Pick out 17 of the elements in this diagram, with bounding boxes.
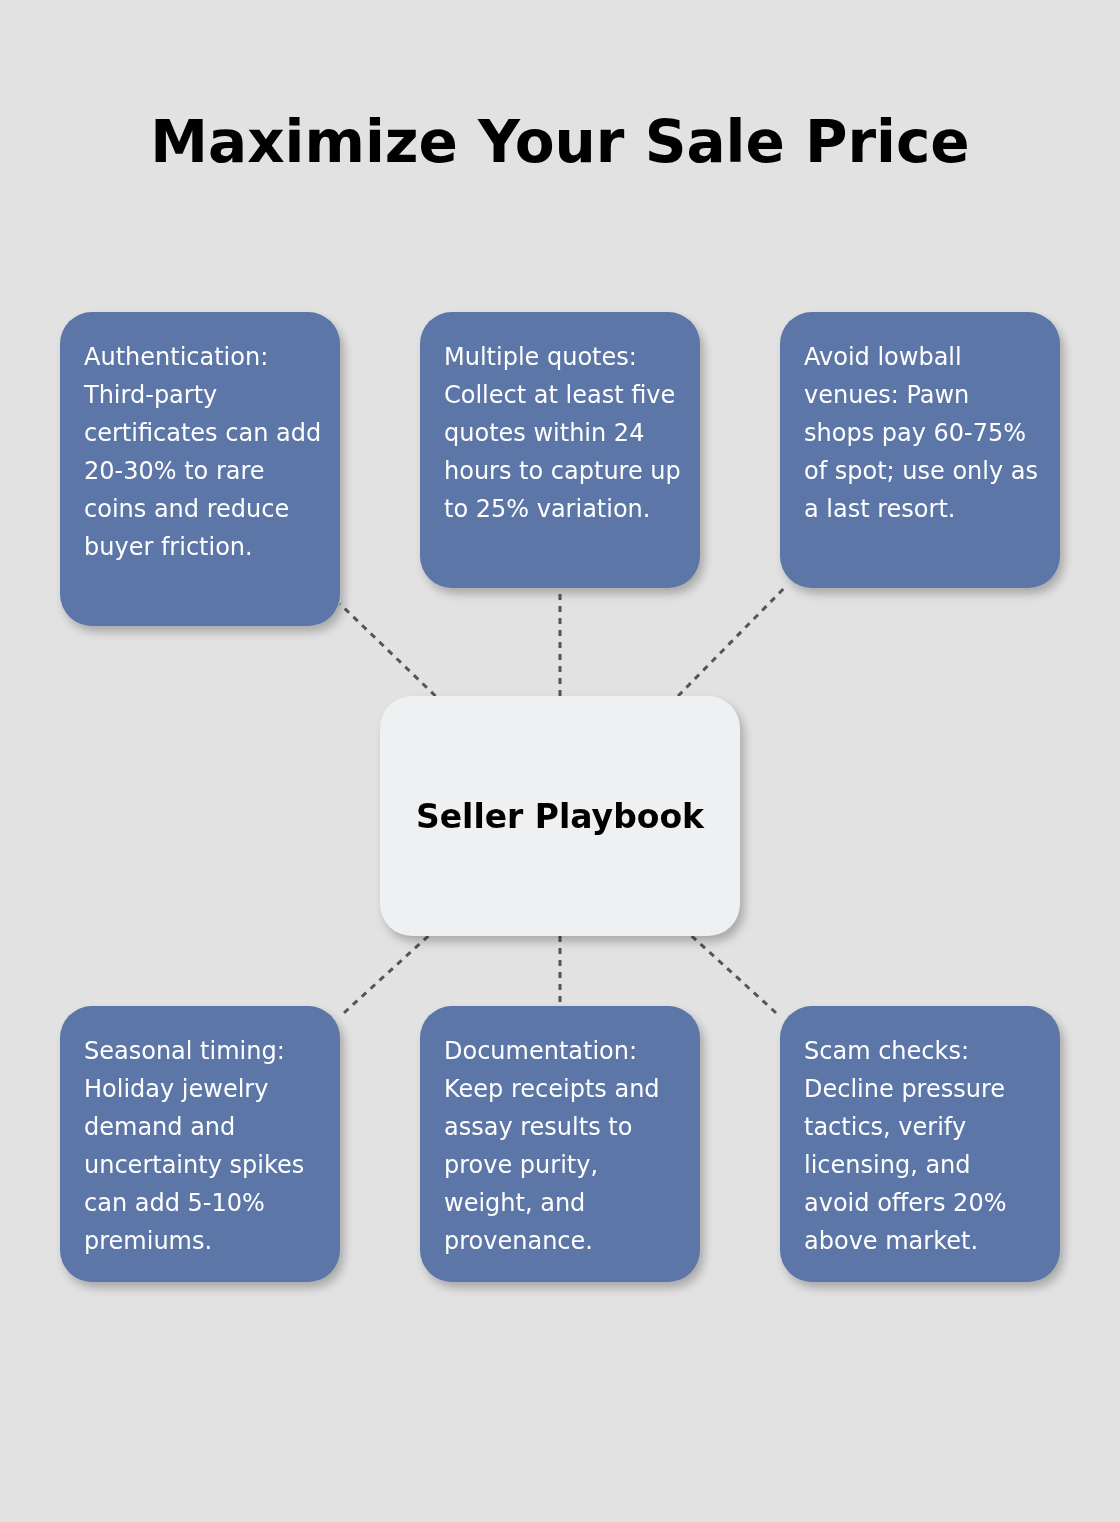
- tip-text: Seasonal timing: Holiday jewelry demand and uncertainty spikes can add 5-10% premiums.: [84, 1037, 305, 1255]
- tip-box: [420, 1006, 700, 1282]
- tip-text: Scam checks: Decline pressure tactics, verify licensing, and avoid offers 20% above market.: [804, 1037, 1007, 1255]
- central-box: [380, 696, 740, 936]
- tip-text: Multiple quotes: Collect at least five quotes within 24 hours to capture up to 25% variation.: [444, 343, 681, 523]
- tip-box: [420, 312, 700, 588]
- tip-box: [60, 312, 340, 626]
- tip-box: [780, 312, 1060, 588]
- dashed-connector: [338, 602, 437, 698]
- tip-text: Authentication: Third-party certificates can add 20-30% to rare coins and reduce buyer friction.: [84, 343, 322, 561]
- dashed-connector: [676, 586, 786, 698]
- tip-box: [60, 1006, 340, 1282]
- tip-text: Documentation: Keep receipts and assay results to prove purity, weight, and provenance.: [444, 1037, 660, 1255]
- central-label: Seller Playbook: [415, 796, 705, 836]
- tip-text: Avoid lowball venues: Pawn shops pay 60-75% of spot; use only as a last resort.: [804, 343, 1039, 523]
- title: Maximize Your Sale Price: [149, 108, 971, 176]
- tip-box: [780, 1006, 1060, 1282]
